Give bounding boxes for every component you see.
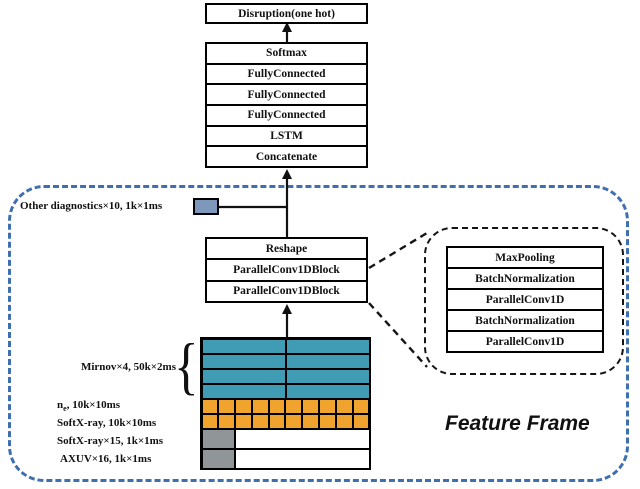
feature-grid-row bbox=[202, 429, 369, 448]
feature-grid-row bbox=[202, 369, 369, 383]
stack-row-fullyconnected-1: FullyConnected bbox=[207, 62, 366, 84]
feature-grid-row bbox=[202, 384, 369, 398]
stack-row-fullyconnected-2: FullyConnected bbox=[207, 83, 366, 104]
feature-grid-cell bbox=[202, 339, 285, 353]
feature-grid-cell bbox=[236, 414, 251, 428]
axuv-label: AXUV×16, 1k×1ms bbox=[60, 453, 152, 465]
feature-grid-cell bbox=[269, 414, 285, 428]
feature-grid-cell bbox=[336, 414, 352, 428]
stack-row-lstm: LSTM bbox=[207, 124, 366, 146]
stack-row-concatenate: Concatenate bbox=[207, 145, 366, 166]
mirnov-brace: { bbox=[174, 330, 199, 401]
disruption-output-box: Disruption(one hot) bbox=[205, 3, 368, 24]
feature-grid-cell bbox=[202, 354, 285, 368]
feature-grid-cell bbox=[320, 399, 335, 413]
feature-grid-cell bbox=[303, 399, 319, 413]
feature-grid-cell bbox=[202, 369, 285, 383]
feature-grid-cell bbox=[353, 399, 369, 413]
detail-row-batchnormalization-2: BatchNormalization bbox=[448, 309, 602, 330]
feature-grid-cell bbox=[202, 399, 218, 413]
feature-grid-row bbox=[202, 339, 369, 353]
other-diagnostics-block bbox=[193, 198, 219, 215]
feature-grid-row bbox=[202, 399, 369, 413]
feature-grid-cell bbox=[303, 414, 319, 428]
detail-row-parallelconv1d-1: ParallelConv1D bbox=[448, 288, 602, 309]
feature-grid-cell bbox=[353, 414, 369, 428]
classifier-stack: Softmax FullyConnected FullyConnected Fu… bbox=[205, 42, 368, 168]
feature-grid-row bbox=[202, 354, 369, 368]
feature-data-grid bbox=[200, 337, 371, 470]
stack-row-reshape: Reshape bbox=[265, 242, 308, 255]
feature-grid-cell bbox=[202, 384, 285, 398]
stack-row-fullyconnected-3: FullyConnected bbox=[207, 104, 366, 125]
stack-row-softmax: Softmax bbox=[266, 47, 307, 60]
feature-grid-row bbox=[202, 449, 369, 468]
feature-grid-row bbox=[202, 414, 369, 428]
feature-grid-cell bbox=[286, 399, 302, 413]
detail-row-parallelconv1d-2: ParallelConv1D bbox=[448, 330, 602, 351]
feature-grid-cell bbox=[219, 414, 235, 428]
feature-grid-cell bbox=[269, 399, 285, 413]
feature-grid-cell bbox=[202, 414, 218, 428]
feature-grid-cell bbox=[235, 449, 369, 468]
stack-row-parallelconv1dblock-2: ParallelConv1DBlock bbox=[207, 279, 366, 301]
feature-frame-border bbox=[8, 185, 629, 482]
feature-grid-cell bbox=[252, 399, 268, 413]
stack-row-parallelconv1dblock-1: ParallelConv1DBlock bbox=[207, 258, 366, 279]
parallelconv1dblock-detail-stack: MaxPooling BatchNormalization ParallelCo… bbox=[446, 246, 604, 353]
mirnov-label: Mirnov×4, 50k×2ms bbox=[80, 361, 176, 373]
feature-grid-cell bbox=[252, 414, 268, 428]
detail-row-maxpooling: MaxPooling bbox=[495, 251, 555, 264]
feature-frame-caption: Feature Frame bbox=[445, 412, 590, 435]
feature-grid-cell bbox=[286, 369, 369, 383]
feature-grid-cell bbox=[286, 339, 369, 353]
feature-grid-cell bbox=[286, 354, 369, 368]
conv-stack: Reshape ParallelConv1DBlock ParallelConv… bbox=[205, 237, 368, 303]
feature-grid-cell bbox=[320, 414, 335, 428]
feature-grid-cell bbox=[219, 399, 235, 413]
feature-grid-cell bbox=[286, 414, 302, 428]
ne-label: ne, 10k×10ms bbox=[57, 399, 121, 414]
feature-grid-cell bbox=[202, 429, 234, 448]
feature-grid-cell bbox=[235, 429, 369, 448]
detail-row-batchnormalization-1: BatchNormalization bbox=[448, 267, 602, 288]
softx-ray-label: SoftX-ray, 10k×10ms bbox=[57, 417, 157, 429]
feature-grid-cell bbox=[336, 399, 352, 413]
feature-grid-cell bbox=[202, 449, 234, 468]
softx-ray-15-label: SoftX-ray×15, 1k×1ms bbox=[57, 435, 164, 447]
other-diagnostics-label: Other diagnostics×10, 1k×1ms bbox=[20, 200, 163, 212]
feature-grid-cell bbox=[236, 399, 251, 413]
feature-grid-cell bbox=[286, 384, 369, 398]
